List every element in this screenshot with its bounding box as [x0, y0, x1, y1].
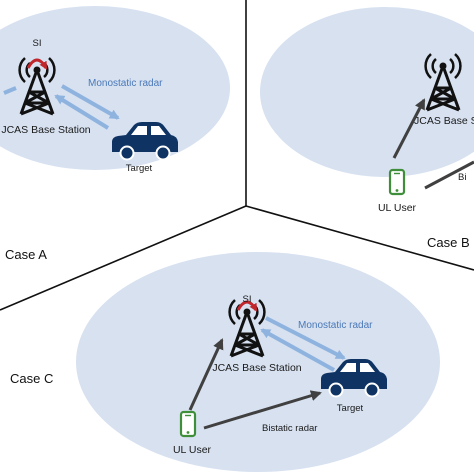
- case-b-bistatic-label: Bi: [458, 172, 466, 183]
- case-b-bistatic-arrow: [424, 160, 474, 190]
- case-c-base-station-label: JCAS Base Station: [212, 362, 301, 374]
- case-c-bistatic-label: Bistatic radar: [262, 423, 317, 434]
- case-b-title: Case B: [427, 235, 470, 250]
- case-c-uplink-arrow: [188, 338, 224, 411]
- case-a-radar-arrow-out: [61, 84, 120, 120]
- case-c-ul-user-label: UL User: [173, 444, 212, 456]
- case-a-monostatic-label: Monostatic radar: [88, 78, 163, 89]
- case-a-radar-arrow-return: [54, 94, 110, 130]
- case-b: JCAS Base Sta Bi UL User: [378, 52, 474, 214]
- case-a-region: [0, 6, 230, 170]
- case-a-title: Case A: [5, 247, 47, 262]
- case-b-ul-user-label: UL User: [378, 202, 417, 214]
- case-b-base-station-label: JCAS Base Sta: [414, 115, 474, 127]
- case-c-title: Case C: [10, 371, 53, 386]
- case-a-target-label: Target: [126, 163, 153, 174]
- case-a-partial-arrow: [3, 86, 17, 95]
- case-c-target-label: Target: [337, 403, 364, 414]
- case-c-si-arc: [236, 300, 258, 312]
- case-c: SI JCAS Base Station Monostatic radar Ta…: [173, 294, 388, 456]
- case-b-region: [260, 7, 474, 177]
- case-c-monostatic-label: Monostatic radar: [298, 320, 373, 331]
- case-c-phone-icon: [179, 410, 197, 438]
- case-c-si-label: SI: [243, 294, 252, 305]
- case-b-phone-icon: [388, 168, 406, 196]
- case-a-base-station-label: JCAS Base Station: [1, 124, 90, 136]
- case-a-si-label: SI: [33, 38, 42, 49]
- case-c-radar-arrow-out: [265, 316, 346, 360]
- case-dividers: [0, 0, 474, 311]
- case-b-uplink-arrow: [392, 98, 426, 159]
- case-c-region: [76, 252, 440, 472]
- case-a-si-arc: [26, 58, 48, 70]
- case-a: SI JCAS Base Station Monostatic radar Ta…: [1, 38, 179, 174]
- case-c-bistatic-arrow: [203, 390, 322, 430]
- case-c-radar-arrow-return: [260, 328, 335, 372]
